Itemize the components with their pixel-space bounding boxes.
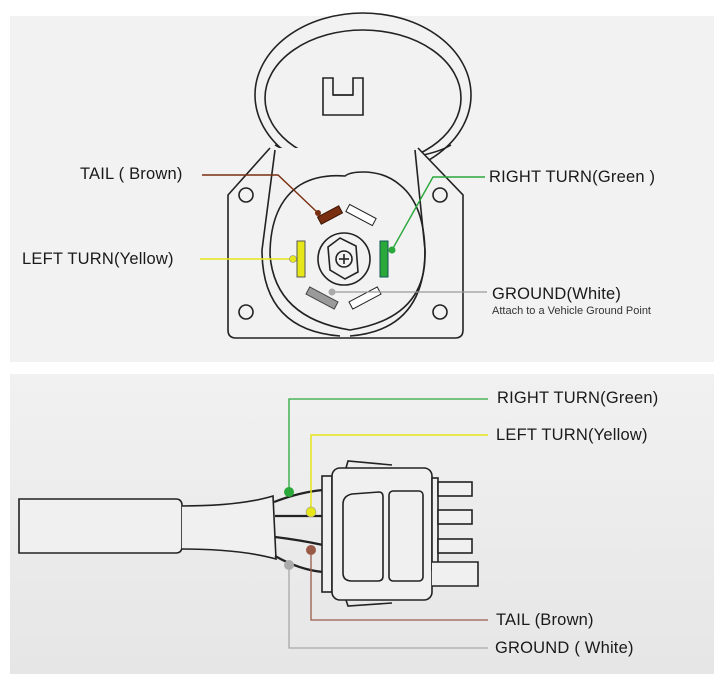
cable-neck: [181, 494, 277, 561]
mount-hole: [238, 187, 254, 203]
prong: [437, 481, 473, 497]
mount-hole: [238, 304, 254, 320]
pin-tail: [316, 205, 344, 225]
dot-b-ground: [284, 560, 294, 570]
screw-icon: [335, 250, 353, 268]
pin-unused-top: [345, 203, 377, 227]
prong: [437, 538, 473, 554]
leader-tail: [202, 174, 319, 214]
dot-b-left-turn: [305, 506, 317, 518]
leader-b-ground: [288, 565, 488, 649]
pin-left-turn: [296, 240, 306, 278]
dot-right-turn: [388, 246, 396, 254]
pin-ground: [305, 286, 339, 310]
mount-hole: [432, 304, 448, 320]
leader-b-left-turn: [310, 434, 488, 512]
label-ground: GROUND(White): [492, 285, 622, 303]
leader-b-right-turn: [288, 398, 488, 492]
connector-body: [18, 460, 479, 607]
dot-b-right-turn: [284, 487, 294, 497]
cable-jacket: [18, 498, 183, 554]
center-post: [317, 232, 371, 286]
label-b-tail: TAIL (Brown): [496, 611, 594, 629]
label-left-turn: LEFT TURN(Yellow): [22, 250, 174, 268]
leader-right-turn: [391, 176, 485, 251]
grip-left: [342, 491, 384, 582]
label-tail: TAIL ( Brown): [80, 165, 183, 183]
dot-tail: [315, 210, 321, 216]
pin-right-turn: [379, 240, 389, 278]
mount-hole: [432, 187, 448, 203]
socket-body: [227, 12, 472, 339]
label-right-turn: RIGHT TURN(Green ): [489, 168, 656, 186]
label-b-ground: GROUND ( White): [495, 639, 634, 657]
leader-b-tail: [310, 550, 488, 621]
dot-left-turn: [289, 255, 297, 263]
label-ground-note: Attach to a Vehicle Ground Point: [492, 305, 651, 317]
housing-lip: [431, 477, 439, 571]
dot-b-tail: [306, 545, 316, 555]
ground-socket: [432, 561, 479, 587]
dot-ground: [328, 288, 336, 296]
label-b-right-turn: RIGHT TURN(Green): [497, 389, 659, 407]
label-b-left-turn: LEFT TURN(Yellow): [496, 426, 648, 444]
socket-face: [269, 171, 426, 331]
housing-flange: [321, 475, 333, 593]
prong: [437, 509, 473, 525]
mounting-plate: [227, 147, 464, 339]
grip-right: [388, 490, 424, 582]
